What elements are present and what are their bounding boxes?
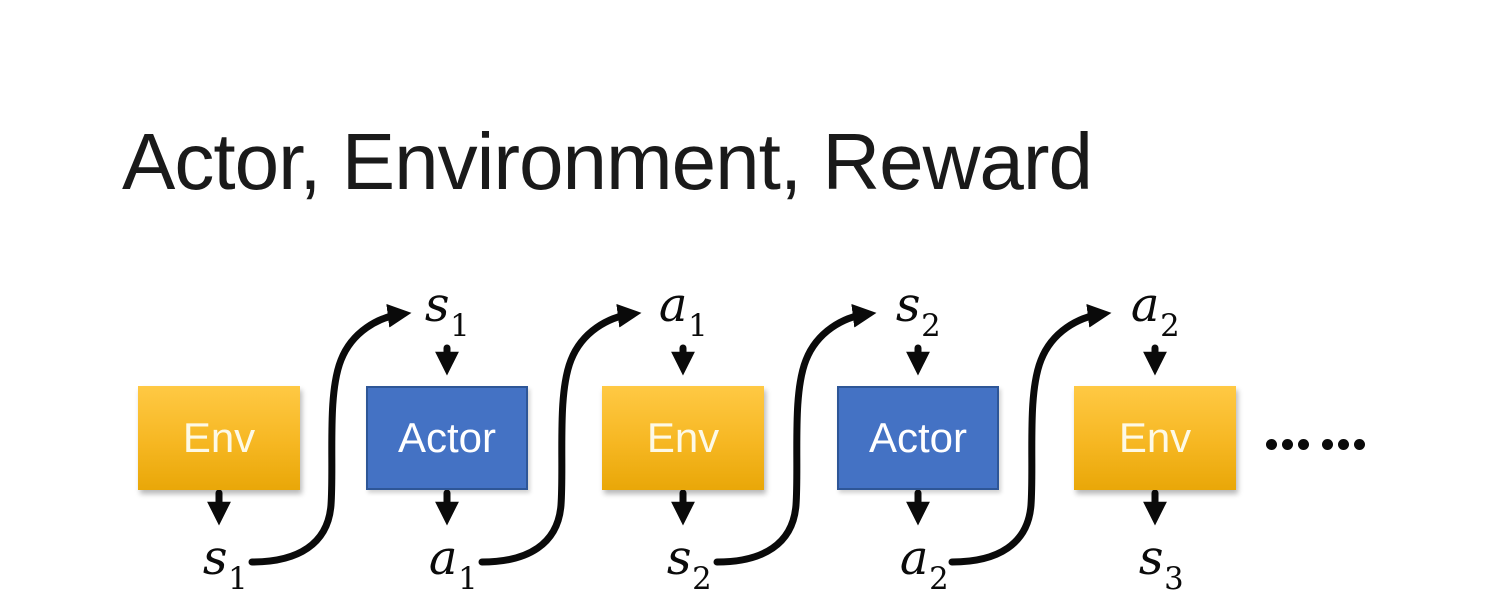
node-actor-2: Actor [837,386,999,490]
ellipsis-dot [1282,439,1293,450]
curve-s1-to-actor-1 [248,303,412,566]
node-env-3: Env [1074,386,1236,490]
continuation-ellipsis [1266,439,1370,450]
ellipsis-dot [1266,439,1277,450]
node-label-env-1: Env [182,414,256,461]
ellipsis-dot [1338,439,1349,450]
node-env-1: Env [138,386,300,490]
var-label-s2-top: s2 [895,277,941,344]
var-label-s1-bottom: s1 [202,530,248,597]
var-label-s1-top: s1 [424,277,470,344]
ellipsis-dot [1354,439,1365,450]
node-env-2: Env [602,386,764,490]
curve-a2-to-env-3 [948,303,1112,566]
var-label-s2-bottom: s2 [666,530,712,597]
node-label-actor-2: Actor [868,414,968,461]
var-label-a2-bottom: a2 [899,530,949,597]
ellipsis-dot [1298,439,1309,450]
node-label-actor-1: Actor [397,414,497,461]
node-actor-1: Actor [366,386,528,490]
var-label-a2-top: a2 [1130,277,1180,344]
ellipsis-dot [1322,439,1333,450]
slide-title: Actor, Environment, Reward [122,117,1093,206]
node-label-env-3: Env [1118,414,1192,461]
curve-s2-to-actor-2 [713,303,877,566]
var-label-a1-top: a1 [658,277,708,344]
curve-a1-to-env-2 [478,303,642,566]
var-label-s3-bottom: s3 [1138,530,1184,597]
var-label-a1-bottom: a1 [428,530,478,597]
node-label-env-2: Env [646,414,720,461]
